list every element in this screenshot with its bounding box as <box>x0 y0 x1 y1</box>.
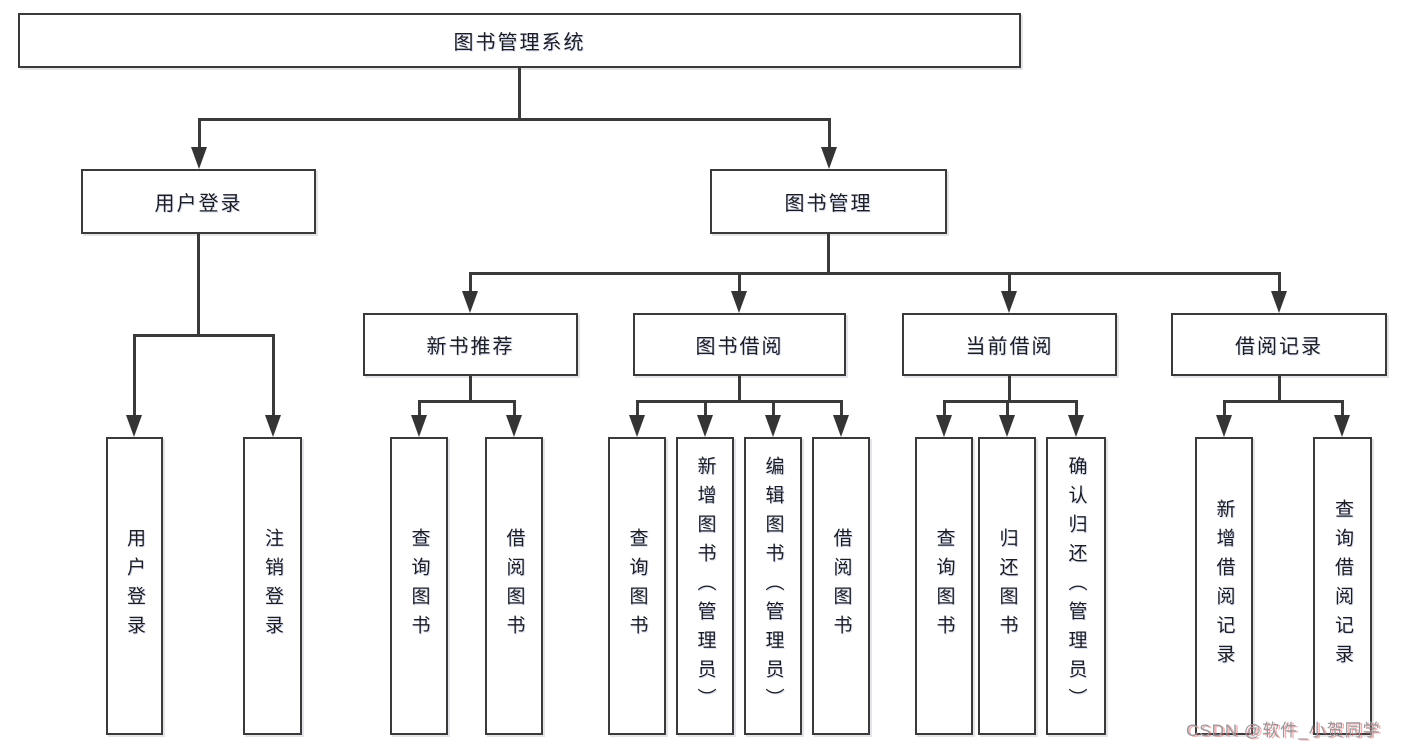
connector-arrow <box>1334 415 1350 437</box>
connector-line <box>418 400 516 403</box>
connector-line <box>133 334 136 418</box>
connector-line <box>1075 400 1078 418</box>
connector-line <box>1008 272 1011 294</box>
connector-arrow <box>506 415 522 437</box>
connector-line <box>1278 272 1281 294</box>
connector-line <box>772 400 775 418</box>
connector-arrow <box>265 415 281 437</box>
node-label: 借阅记录 <box>1235 336 1323 358</box>
node-label: 注销登录 <box>262 528 283 644</box>
node-borrow-books-1: 借阅图书 <box>485 437 543 735</box>
connector-line <box>738 272 741 294</box>
connector-line <box>513 400 516 418</box>
connector-line <box>518 68 521 120</box>
connector-arrow <box>462 291 478 313</box>
node-label: 查询图书 <box>408 528 430 644</box>
node-label: 图书借阅 <box>695 336 784 358</box>
node-label: 当前借阅 <box>965 336 1054 358</box>
connector-line <box>1223 400 1226 418</box>
connector-line <box>272 334 275 418</box>
node-login: 用户登录 <box>106 437 163 735</box>
connector-line <box>738 376 741 403</box>
node-add-book-admin: 新增图书（管理员） <box>676 437 734 735</box>
node-borrow-records: 借阅记录 <box>1171 313 1387 376</box>
node-user-login: 用户登录 <box>81 169 316 234</box>
node-label: 图书管理系统 <box>453 32 586 54</box>
watermark: CSDN @软件_小贺同学 <box>1186 721 1381 740</box>
node-label: 确认归还（管理员） <box>1065 455 1087 717</box>
node-label: 借阅图书 <box>503 528 525 644</box>
connector-line <box>636 400 843 403</box>
connector-arrow <box>999 415 1015 437</box>
node-root: 图书管理系统 <box>18 13 1021 68</box>
connector-arrow <box>1216 415 1232 437</box>
connector-line <box>197 234 200 337</box>
connector-line <box>469 272 472 294</box>
node-book-borrow: 图书借阅 <box>633 313 846 376</box>
connector-line <box>840 400 843 418</box>
connector-arrow <box>126 415 142 437</box>
node-new-book-recommend: 新书推荐 <box>363 313 578 376</box>
connector-line <box>943 400 1078 403</box>
connector-arrow <box>1001 291 1017 313</box>
connector-line <box>1341 400 1344 418</box>
node-book-management: 图书管理 <box>710 169 947 234</box>
node-query-books-1: 查询图书 <box>390 437 448 735</box>
connector-arrow <box>1271 291 1287 313</box>
connector-line <box>636 400 639 418</box>
node-label: 用户登录 <box>124 528 145 644</box>
connector-line <box>1008 376 1011 403</box>
node-label: 新增借阅记录 <box>1213 499 1235 673</box>
connector-arrow <box>1068 415 1084 437</box>
connector-arrow <box>821 147 837 169</box>
connector-line <box>1278 376 1281 403</box>
node-add-borrow-record: 新增借阅记录 <box>1195 437 1253 735</box>
node-label: 查询图书 <box>626 528 648 644</box>
connector-line <box>133 334 275 337</box>
connector-line <box>827 234 830 275</box>
connector-line <box>704 400 707 418</box>
node-label: 查询借阅记录 <box>1332 499 1353 673</box>
node-label: 借阅图书 <box>830 528 852 644</box>
node-edit-book-admin: 编辑图书（管理员） <box>744 437 802 735</box>
node-label: 归还图书 <box>996 528 1018 644</box>
connector-line <box>469 376 472 403</box>
node-label: 用户登录 <box>154 193 243 215</box>
connector-line <box>943 400 946 418</box>
node-query-books-2: 查询图书 <box>608 437 666 735</box>
node-current-borrow: 当前借阅 <box>902 313 1117 376</box>
node-query-borrow-record: 查询借阅记录 <box>1313 437 1372 735</box>
connector-line <box>1006 400 1009 418</box>
node-label: 新增图书（管理员） <box>694 455 716 717</box>
connector-arrow <box>191 147 207 169</box>
connector-arrow <box>765 415 781 437</box>
node-confirm-return-admin: 确认归还（管理员） <box>1046 437 1106 735</box>
connector-line <box>1223 400 1344 403</box>
node-query-books-3: 查询图书 <box>915 437 973 735</box>
connector-arrow <box>629 415 645 437</box>
node-return-book: 归还图书 <box>978 437 1036 735</box>
connector-arrow <box>411 415 427 437</box>
node-label: 编辑图书（管理员） <box>762 455 784 717</box>
connector-line <box>198 118 831 121</box>
connector-arrow <box>936 415 952 437</box>
connector-line <box>418 400 421 418</box>
connector-line <box>198 118 201 150</box>
node-label: 查询图书 <box>933 528 955 644</box>
connector-arrow <box>833 415 849 437</box>
node-label: 图书管理 <box>784 193 873 215</box>
connector-arrow <box>731 291 747 313</box>
connector-arrow <box>697 415 713 437</box>
node-label: 新书推荐 <box>426 336 515 358</box>
connector-line <box>828 118 831 150</box>
node-logout: 注销登录 <box>243 437 302 735</box>
node-borrow-books-2: 借阅图书 <box>812 437 870 735</box>
connector-line <box>469 272 1281 275</box>
